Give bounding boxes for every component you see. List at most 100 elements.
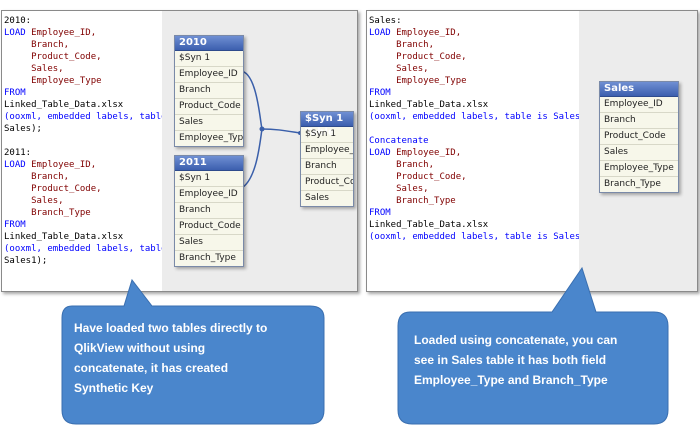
code-line: (ooxml, embedded labels, table is Sales)… [369,111,597,123]
table-field[interactable]: Branch [301,159,353,175]
table-field[interactable]: Employee_ID [301,143,353,159]
callout-concatenate: Loaded using concatenate, you can see in … [396,262,671,427]
code-line: LOAD Employee_ID, [4,159,183,171]
code-line: (ooxml, embedded labels, table is [4,243,183,255]
code-line: Branch, [4,39,183,51]
table-sales-title[interactable]: Sales [600,82,678,97]
code-token: (ooxml, embedded labels, table is Sales)… [369,112,592,122]
code-line: Sales, [4,63,183,75]
table-field[interactable]: Employee_ID [175,67,243,83]
code-token: (ooxml, embedded labels, table is [4,112,183,122]
code-token: Product_Code, [369,172,467,182]
code-line: FROM [4,87,183,99]
table-field[interactable]: Employee_Type [179,133,243,143]
code-token: Employee_ID, [396,28,462,38]
table-field[interactable]: Branch [600,113,678,129]
table-field[interactable]: $Syn 1 [301,127,353,143]
table-field[interactable]: Employee_ID [175,187,243,203]
code-token: FROM [4,220,26,230]
code-line: Concatenate [369,135,597,147]
load-script-editor[interactable]: 2010:LOAD Employee_ID, Branch, Product_C… [4,15,183,267]
callout-line: concatenate, it has created [74,361,229,375]
callout-line: Have loaded two tables directly to [74,321,268,335]
code-token: Sales: [369,16,402,26]
code-line: Branch_Type [369,195,597,207]
code-line: Branch, [369,39,597,51]
table-field[interactable]: Product_Code [301,175,353,191]
code-token: Concatenate [369,136,429,146]
code-line: Product_Code, [4,183,183,195]
code-token: Branch, [369,160,435,170]
table-synthetic-title[interactable]: $Syn 1 Table [301,112,353,138]
table-field[interactable]: Employee_Type [600,161,678,177]
callout-line: Loaded using concatenate, you can [414,333,618,347]
table-field[interactable]: Employee_ID [600,97,678,113]
code-line: Linked_Table_Data.xlsx [4,99,183,111]
code-line: FROM [4,219,183,231]
table-field[interactable]: Branch [175,203,243,219]
code-token: FROM [369,208,391,218]
code-token: Sales); [4,124,42,134]
code-token: Sales, [369,64,429,74]
code-line: Branch_Type [4,207,183,219]
table-synthetic-key[interactable]: $Syn 1 Table $Syn 1Employee_IDBranchProd… [300,111,354,207]
table-field[interactable]: Sales [305,193,329,203]
code-token: Linked_Table_Data.xlsx [369,220,489,230]
code-line [4,135,183,147]
table-2011-title[interactable]: 2011 [175,156,243,171]
code-token: Product_Code, [4,184,102,194]
code-line: Sales, [4,195,183,207]
code-token: Linked_Table_Data.xlsx [4,100,124,110]
concatenate-script-editor[interactable]: Sales:LOAD Employee_ID, Branch, Product_… [369,15,597,243]
callout-line: see in Sales table it has both field [414,353,607,367]
code-line: Product_Code, [4,51,183,63]
table-field[interactable]: Branch [175,83,243,99]
table-field[interactable]: Sales [175,115,243,131]
code-line: LOAD Employee_ID, [369,27,597,39]
code-token: Sales, [4,64,64,74]
code-line: 2011: [4,147,183,159]
code-token: Product_Code, [369,52,467,62]
code-line: Sales, [369,63,597,75]
code-token: Sales, [4,196,64,206]
table-field[interactable]: Product_Code [175,99,243,115]
code-token: LOAD [4,28,32,38]
code-token: LOAD [369,28,397,38]
code-line: Sales: [369,15,597,27]
table-field[interactable]: Product_Code [175,219,243,235]
code-token: Branch, [4,172,70,182]
table-field[interactable]: Product_Code [600,129,678,145]
code-line: Linked_Table_Data.xlsx [369,99,597,111]
table-field[interactable]: Branch_Type [179,253,236,263]
code-token: Branch, [4,40,70,50]
table-field[interactable]: Sales [600,145,678,161]
code-token: (ooxml, embedded labels, table is [4,244,183,254]
code-line: Linked_Table_Data.xlsx [369,219,597,231]
table-field[interactable]: $Syn 1 [175,51,243,67]
code-token: Employee_Type [369,76,467,86]
code-line: 2010: [4,15,183,27]
code-line: Branch, [4,171,183,183]
code-line: Employee_Type [4,75,183,87]
code-token: Employee_ID, [31,28,97,38]
callout-right-text: Loaded using concatenate, you can see in … [414,330,664,390]
code-line: Employee_Type [369,75,597,87]
table-field[interactable]: $Syn 1 [175,171,243,187]
callout-bubble-right [397,266,669,425]
table-2010-title[interactable]: 2010 [175,36,243,51]
code-token: FROM [4,88,26,98]
code-line: LOAD Employee_ID, [369,147,597,159]
code-token: Branch, [369,40,435,50]
code-line: Linked_Table_Data.xlsx [4,231,183,243]
left-script-panel: 2010:LOAD Employee_ID, Branch, Product_C… [1,10,358,292]
code-line: Sales, [369,183,597,195]
callout-synthetic-key: Have loaded two tables directly to QlikVi… [60,278,330,428]
code-token: Employee_Type [4,76,102,86]
code-token: Linked_Table_Data.xlsx [369,100,489,110]
callout-line: QlikView without using [74,341,206,355]
table-field[interactable]: Sales [175,235,243,251]
table-field[interactable]: Branch_Type [604,179,661,189]
